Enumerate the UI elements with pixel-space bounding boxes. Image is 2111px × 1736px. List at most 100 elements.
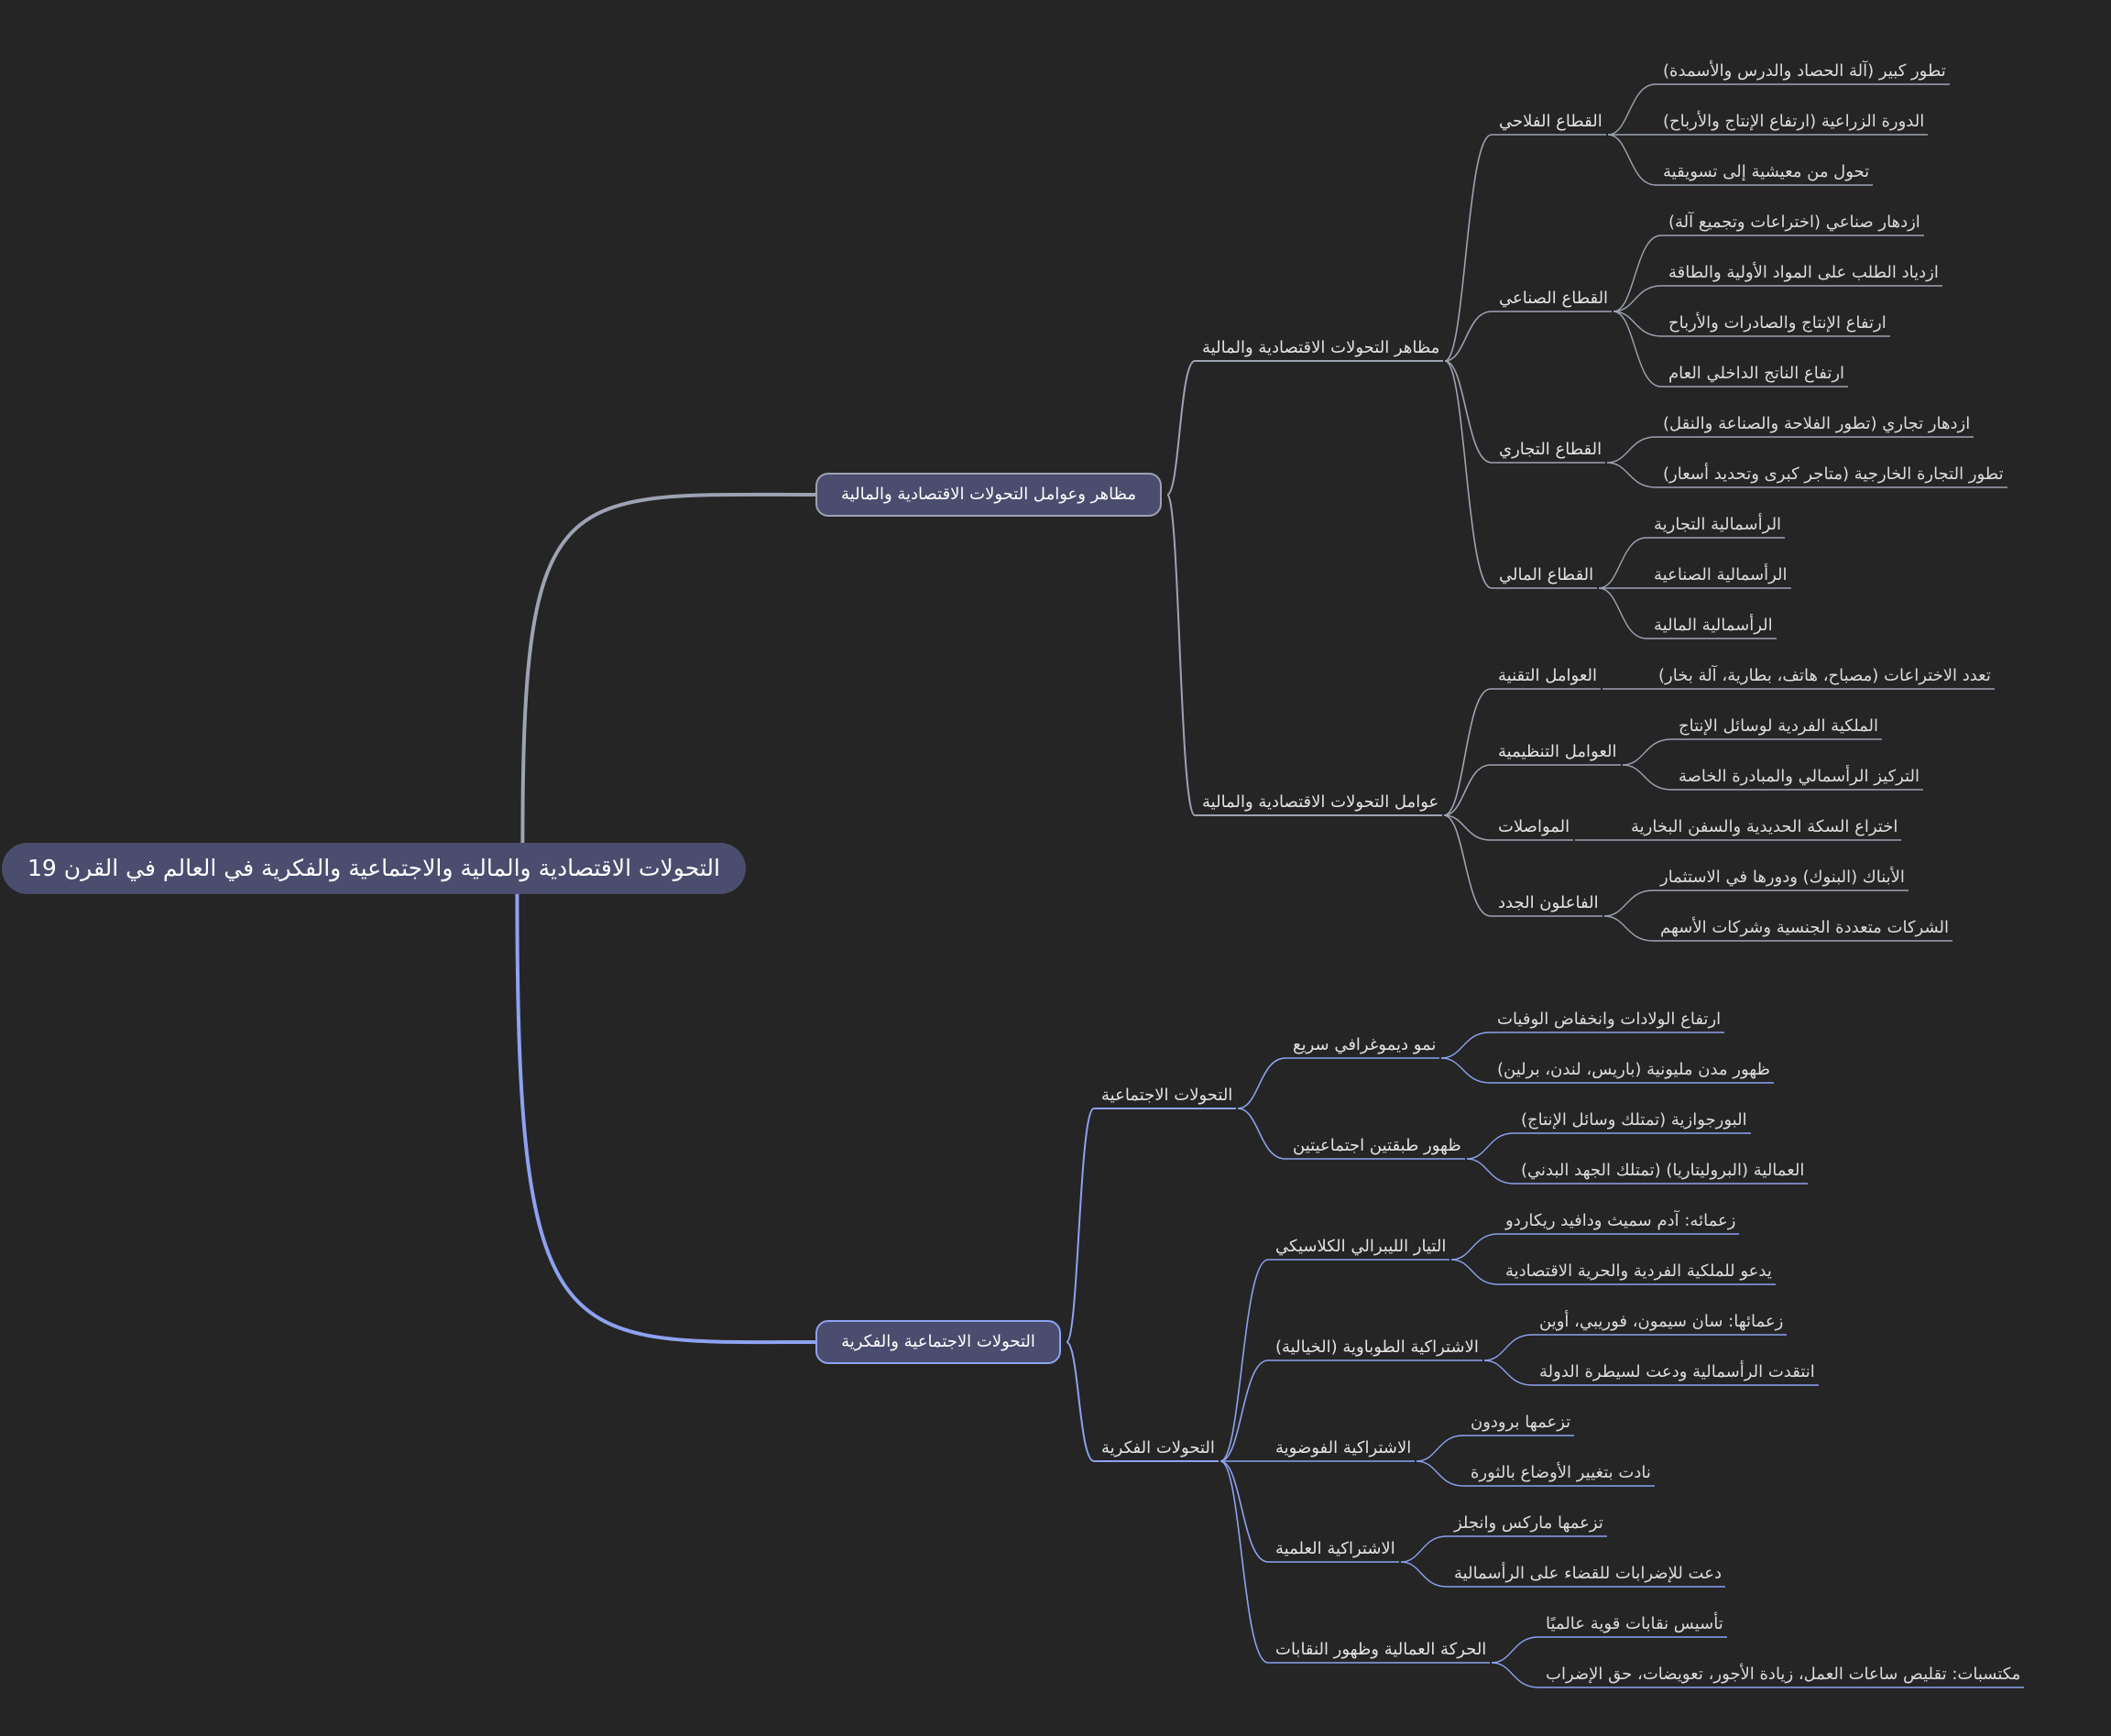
node-transport[interactable]: المواصلات [1498, 817, 1570, 836]
leaf-item[interactable]: ازدهار صناعي (اختراعات وتجميع آلة) [1668, 213, 1920, 232]
branch-economic[interactable]: مظاهر وعوامل التحولات الاقتصادية والمالي… [815, 473, 1162, 517]
leaf-item[interactable]: البورجوازية (تمتلك وسائل الإنتاج) [1521, 1110, 1747, 1130]
connector-curve [1450, 1259, 1499, 1285]
leaf-item[interactable]: تطور التجارة الخارجية (متاجر كبرى وتحديد… [1663, 464, 2004, 484]
node-aspects[interactable]: مظاهر التحولات الاقتصادية والمالية [1202, 338, 1440, 357]
node-utopian[interactable]: الاشتراكية الطوباوية (الخيالية) [1275, 1337, 1479, 1357]
leaf-item[interactable]: زعمائها: سان سيمون، فوريبي، أوين [1539, 1312, 1784, 1331]
leaf-item[interactable]: ظهور مدن مليونية (باريس، لندن، برلين) [1497, 1060, 1770, 1079]
connector-curve [1237, 1108, 1286, 1160]
connector-curve [1622, 764, 1672, 791]
connector-curve [1491, 1636, 1539, 1664]
connector-curve [1483, 1334, 1533, 1361]
leaf-item[interactable]: الملكية الفردية لوسائل الإنتاج [1679, 716, 1879, 736]
node-anarchist[interactable]: الاشتراكية الفوضوية [1275, 1438, 1412, 1458]
connector-curve [1466, 1158, 1515, 1185]
leaf-item[interactable]: زعمائه: آدم سميث ودافيد ريكاردو [1505, 1211, 1736, 1230]
connector-curve [1444, 134, 1493, 362]
node-agriculture[interactable]: القطاع الفلاحي [1499, 112, 1602, 131]
leaf-item[interactable]: تطور كبير (آلة الحصاد والدرس والأسمدة) [1663, 61, 1946, 81]
branch-social[interactable]: التحولات الاجتماعية والفكرية [815, 1320, 1061, 1364]
connector-curve [1066, 1341, 1095, 1462]
node-actors[interactable]: الفاعلون الجدد [1498, 893, 1599, 912]
node-classes[interactable]: ظهور طبقتين اجتماعيتين [1293, 1136, 1461, 1155]
connector-curve [1443, 764, 1492, 816]
leaf-item[interactable]: يدعو للملكية الفردية والحرية الاقتصادية [1505, 1261, 1772, 1281]
node-factors[interactable]: عوامل التحولات الاقتصادية والمالية [1202, 792, 1439, 812]
node-social-changes[interactable]: التحولات الاجتماعية [1101, 1086, 1233, 1105]
connector-curve [1443, 688, 1492, 816]
connector-curve [1400, 1561, 1448, 1588]
connector-curve [1613, 311, 1662, 337]
connector-curve [1443, 814, 1492, 917]
connector-curve [1613, 235, 1662, 312]
leaf-item[interactable]: تحول من معيشية إلى تسويقية [1663, 162, 1870, 181]
connector-curve [1440, 1057, 1491, 1084]
connector-curve [1613, 285, 1662, 312]
node-scientific[interactable]: الاشتراكية العلمية [1275, 1539, 1395, 1558]
connector-curve [1440, 1032, 1491, 1059]
connector-curve [1220, 1259, 1269, 1462]
connector-curve [1466, 1132, 1515, 1160]
leaf-item[interactable]: ازدهار تجاري (تطور الفلاحة والصناعة والن… [1663, 414, 1971, 433]
leaf-item[interactable]: ارتفاع الناتج الداخلي العام [1668, 364, 1845, 383]
connector-curve [1166, 494, 1196, 816]
node-liberal[interactable]: التيار الليبرالي الكلاسيكي [1275, 1237, 1447, 1256]
leaf-item[interactable]: الرأسمالية التجارية [1654, 515, 1782, 534]
leaf-item[interactable]: نادت بتغيير الأوضاع بالثورة [1471, 1463, 1651, 1482]
root-branch-curve [515, 893, 816, 1345]
connector-curve [1416, 1460, 1464, 1487]
leaf-item[interactable]: ارتفاع الإنتاج والصادرات والأرباح [1668, 313, 1887, 333]
connector-curve [1444, 360, 1493, 464]
node-trade[interactable]: القطاع التجاري [1499, 440, 1602, 459]
leaf-item[interactable]: تزعمها ماركس وانجلز [1454, 1513, 1603, 1533]
connector-curve [1443, 814, 1492, 841]
connector-curve [1607, 83, 1657, 136]
leaf-item[interactable]: تعدد الاختراعات (مصباح، هاتف، بطارية، آل… [1658, 666, 1991, 685]
leaf-item[interactable]: انتقدت الرأسمالية ودعت لسيطرة الدولة [1539, 1362, 1815, 1381]
node-technical[interactable]: العوامل التقنية [1498, 666, 1597, 685]
leaf-item[interactable]: الرأسمالية الصناعية [1654, 565, 1788, 584]
leaf-item[interactable]: اختراع السكة الحديدية والسفن البخارية [1631, 817, 1898, 836]
leaf-item[interactable]: ارتفاع الولادات وانخفاض الوفيات [1497, 1010, 1722, 1029]
connector-curve [1483, 1359, 1533, 1386]
node-industry[interactable]: القطاع الصناعي [1499, 289, 1609, 308]
leaf-item[interactable]: تأسيس نقابات قوية عالميًا [1546, 1614, 1723, 1633]
connector-curve [1220, 1460, 1269, 1563]
connector-curve [1606, 436, 1657, 464]
connector-curve [1166, 360, 1196, 496]
connector-curve [1598, 587, 1647, 639]
node-intellectual[interactable]: التحولات الفكرية [1101, 1438, 1215, 1458]
root-node[interactable]: التحولات الاقتصادية والمالية والاجتماعية… [2, 843, 746, 894]
connector-curve [1450, 1233, 1499, 1261]
connector-curve [1400, 1535, 1448, 1563]
node-finance[interactable]: القطاع المالي [1499, 565, 1594, 584]
root-branch-curve [520, 492, 816, 844]
connector-curve [1603, 890, 1654, 917]
leaf-item[interactable]: الدورة الزراعية (ارتفاع الإنتاج والأرباح… [1663, 112, 1925, 131]
leaf-item[interactable]: تزعمها برودون [1471, 1413, 1571, 1432]
node-organizational[interactable]: العوامل التنظيمية [1498, 742, 1617, 761]
connector-curve [1606, 462, 1657, 488]
leaf-item[interactable]: العمالية (البروليتاريا) (تمتلك الجهد الب… [1521, 1161, 1805, 1180]
connector-curve [1613, 311, 1662, 388]
leaf-item[interactable]: ازدياد الطلب على المواد الأولية والطاقة [1668, 263, 1939, 282]
connector-curve [1444, 311, 1493, 362]
node-demographic[interactable]: نمو ديموغرافي سريع [1293, 1035, 1437, 1054]
connector-curve [1220, 1359, 1269, 1462]
leaf-item[interactable]: الرأسمالية المالية [1654, 616, 1773, 635]
connector-curve [1598, 537, 1647, 589]
leaf-item[interactable]: الأبناك (البنوك) ودورها في الاستثمار [1660, 868, 1905, 887]
leaf-item[interactable]: دعت للإضرابات للقضاء على الرأسمالية [1454, 1564, 1722, 1583]
leaf-item[interactable]: مكتسبات: تقليص ساعات العمل، زيادة الأجور… [1546, 1665, 2021, 1684]
connector-curve [1066, 1108, 1095, 1343]
connector-curve [1444, 360, 1493, 589]
connector-curve [1607, 134, 1657, 186]
leaf-item[interactable]: التركيز الرأسمالي والمبادرة الخاصة [1679, 767, 1920, 786]
connector-curve [1622, 738, 1672, 766]
connector-curve [1237, 1057, 1286, 1109]
node-labor[interactable]: الحركة العمالية وظهور النقابات [1275, 1640, 1487, 1659]
leaf-item[interactable]: الشركات متعددة الجنسية وشركات الأسهم [1660, 918, 1950, 937]
connector-curve [1491, 1662, 1539, 1688]
